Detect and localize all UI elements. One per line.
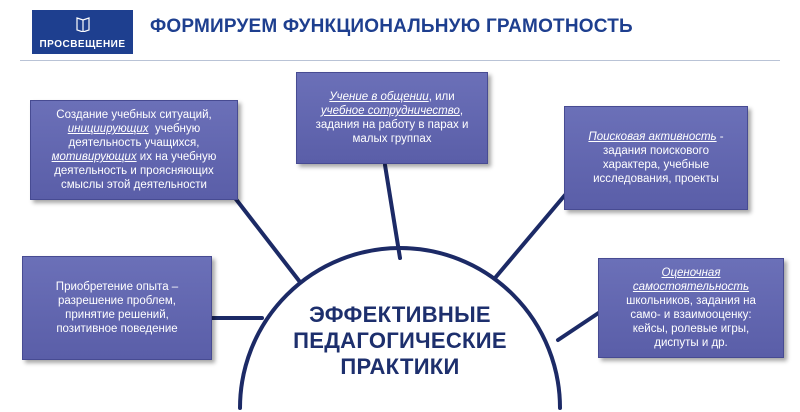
box-learning-situations: Создание учебных ситуаций, инициирующих … [30, 100, 238, 200]
box-text-line: Создание учебных ситуаций, [56, 109, 212, 121]
box-text-emphasis: Учение в общении [329, 91, 429, 103]
box-text-line: смыслы этой деятельности [61, 179, 207, 191]
central-concept-line: ЭФФЕКТИВНЫЕ [309, 302, 491, 327]
box-text-line: принятие решений, [65, 309, 169, 321]
box-text: - [716, 131, 724, 143]
box-text-line: диспуты и др. [654, 337, 728, 349]
connector-situations [223, 183, 302, 284]
box-collaboration: Учение в общении, или учебное сотрудниче… [296, 72, 488, 164]
box-text-line: школьников, задания на [626, 295, 756, 307]
box-text-line: Приобретение опыта – [55, 281, 179, 293]
central-concept-line: ПЕДАГОГИЧЕСКИЕ [293, 328, 507, 353]
box-text-emphasis: Поисковая активность [588, 131, 717, 143]
box-text-line: разрешение проблем, [57, 295, 176, 307]
box-text: их на учебную [136, 151, 217, 163]
connector-independence [556, 310, 602, 342]
box-text-line: позитивное поведение [56, 323, 178, 335]
box-text-line: инициирующих учебную [68, 122, 201, 136]
page-title: ФОРМИРУЕМ ФУНКЦИОНАЛЬНУЮ ГРАМОТНОСТЬ [150, 16, 633, 37]
box-text-emphasis: мотивирующих [51, 151, 137, 163]
connector-search [493, 193, 567, 280]
box-text-line: учебное сотрудничество, [321, 104, 463, 118]
box-text-line: мотивирующих их на учебную [52, 150, 217, 164]
box-text-line: исследования, проекты [593, 173, 719, 185]
box-experience: Приобретение опыта – разрешение проблем,… [22, 256, 212, 360]
box-text-line: малых группах [352, 133, 432, 145]
box-text-line: деятельность и проясняющих [54, 165, 214, 177]
central-concept-line: ПРАКТИКИ [340, 354, 460, 379]
brand-logo-text: ПРОСВЕЩЕНИЕ [39, 39, 126, 50]
box-text-line: кейсы, ролевые игры, [632, 323, 750, 335]
box-text-emphasis: учебное сотрудничество [320, 105, 460, 117]
box-text-line: задания на работу в парах и [315, 119, 469, 131]
box-text: учебную [148, 123, 201, 135]
box-text-line: Оценочная [662, 266, 721, 280]
box-assessment-independence: Оценочная самостоятельность школьников, … [598, 258, 784, 358]
box-text-line: Поисковая активность - [588, 130, 723, 144]
central-concept: ЭФФЕКТИВНЫЕ ПЕДАГОГИЧЕСКИЕ ПРАКТИКИ [280, 302, 520, 380]
box-text-line: самостоятельность [633, 280, 749, 294]
connector-collaboration [383, 163, 402, 260]
box-text-line: само- и взаимооценку: [630, 309, 752, 321]
box-text-emphasis: самостоятельность [632, 281, 750, 293]
box-text-emphasis: инициирующих [67, 123, 149, 135]
box-text-line: задания поискового [602, 145, 710, 157]
box-text: , или [428, 91, 455, 103]
box-text-line: Учение в общении, или [329, 90, 454, 104]
box-text-line: характера, учебные [602, 159, 710, 171]
brand-logo: ПРОСВЕЩЕНИЕ [32, 10, 133, 54]
header-divider [20, 60, 780, 61]
box-text: , [459, 105, 464, 117]
box-text-line: деятельность учащихся, [68, 137, 200, 149]
box-text-emphasis: Оценочная [661, 267, 721, 279]
book-emblem-icon [76, 17, 90, 32]
central-arc [238, 246, 562, 410]
box-search-activity: Поисковая активность - задания поисковог… [564, 106, 748, 210]
